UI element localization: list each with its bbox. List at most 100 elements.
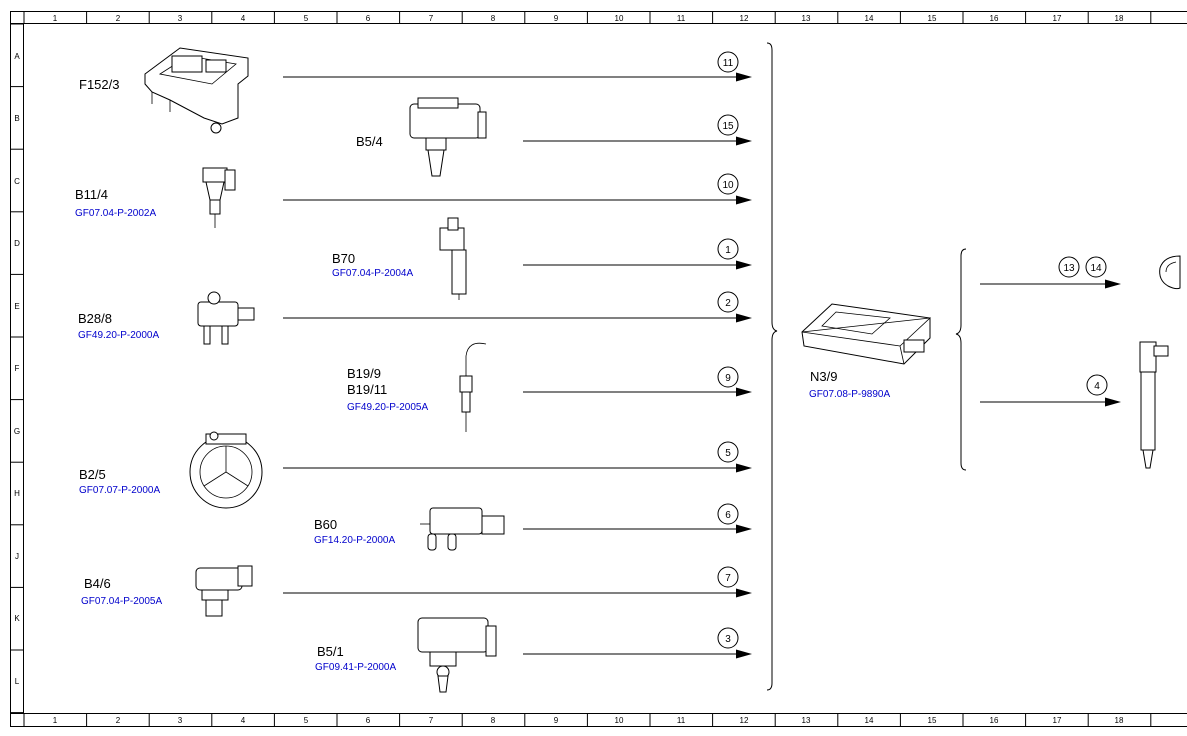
ref-B5-1: GF09.41-P-2000A	[315, 662, 396, 673]
col-top-15: 15	[928, 14, 937, 23]
part-F152-3	[144, 47, 249, 134]
label-B2-5: B2/5	[79, 467, 106, 482]
arrowhead-icon	[1105, 279, 1121, 289]
col-top-14: 14	[865, 14, 874, 23]
col-top-12: 12	[740, 14, 749, 23]
col-bottom-12: 12	[740, 716, 749, 725]
col-bottom-6: 6	[366, 716, 371, 725]
signal-marker-10: 10	[717, 173, 739, 195]
part-output-13-14	[1159, 255, 1181, 290]
part-output-4	[1139, 341, 1169, 469]
arrowhead-icon	[736, 524, 752, 534]
col-top-13: 13	[802, 14, 811, 23]
row-A: A	[14, 52, 20, 61]
row-F: F	[15, 364, 20, 373]
part-N3-9	[801, 303, 932, 365]
svg-text:3: 3	[725, 634, 731, 645]
signal-markers: 11 15 10 1 2 9 5 6 7 3 13 14 4	[717, 51, 1108, 649]
label-B19-9: B19/9	[347, 366, 381, 381]
diagram-frame	[10, 11, 1187, 727]
col-bottom-10: 10	[615, 716, 624, 725]
part-B5-4	[409, 97, 487, 177]
row-D: D	[14, 239, 20, 248]
label-B4-6: B4/6	[84, 576, 111, 591]
signal-arrows	[283, 72, 1121, 659]
ref-B19-11: GF49.20-P-2005A	[347, 402, 428, 413]
row-H: H	[14, 489, 20, 498]
label-B5-1: B5/1	[317, 644, 344, 659]
col-bottom-11: 11	[677, 716, 686, 725]
signal-marker-2: 2	[717, 291, 739, 313]
col-top-4: 4	[241, 14, 246, 23]
col-top-17: 17	[1053, 14, 1062, 23]
column-index-bottom: 1 2 3 4 5 6 7 8 9 10 11 12 13 14 15 16 1…	[53, 716, 1124, 725]
signal-marker-6: 6	[717, 503, 739, 525]
part-B5-1	[417, 617, 497, 693]
label-B19-11: B19/11	[347, 382, 387, 397]
arrowhead-icon	[736, 463, 752, 473]
col-top-10: 10	[615, 14, 624, 23]
svg-text:15: 15	[722, 121, 734, 132]
signal-marker-11: 11	[717, 51, 739, 73]
signal-marker-9: 9	[717, 366, 739, 388]
svg-text:5: 5	[725, 448, 731, 459]
col-bottom-1: 1	[53, 716, 58, 725]
part-B28-8	[197, 291, 255, 345]
row-G: G	[14, 427, 20, 436]
col-bottom-15: 15	[928, 716, 937, 725]
svg-text:9: 9	[725, 373, 731, 384]
arrowhead-icon	[736, 195, 752, 205]
col-bottom-8: 8	[491, 716, 496, 725]
label-F152-3: F152/3	[79, 77, 119, 92]
output-brace	[955, 248, 967, 471]
component-labels: F152/3 B5/4 B11/4 GF07.04-P-2002A B70 GF…	[75, 77, 890, 673]
svg-text:4: 4	[1094, 381, 1100, 392]
row-ticks	[10, 23, 23, 714]
col-bottom-17: 17	[1053, 716, 1062, 725]
svg-text:14: 14	[1090, 263, 1102, 274]
ref-B4-6: GF07.04-P-2005A	[81, 596, 162, 607]
col-bottom-13: 13	[802, 716, 811, 725]
svg-text:2: 2	[725, 298, 731, 309]
col-bottom-2: 2	[116, 716, 121, 725]
arrowhead-icon	[736, 588, 752, 598]
label-B5-4: B5/4	[356, 134, 383, 149]
signal-marker-3: 3	[717, 627, 739, 649]
ref-N3-9: GF07.08-P-9890A	[809, 389, 890, 400]
ref-B11-4: GF07.04-P-2002A	[75, 208, 156, 219]
col-top-7: 7	[429, 14, 434, 23]
signal-marker-15: 15	[717, 114, 739, 136]
signal-marker-7: 7	[717, 566, 739, 588]
arrowhead-icon	[736, 313, 752, 323]
column-index-top: 1 2 3 4 5 6 7 8 9 10 11 12 13 14 15 16 1…	[53, 14, 1124, 23]
col-bottom-5: 5	[304, 716, 309, 725]
part-B2-5	[189, 431, 263, 509]
col-bottom-16: 16	[990, 716, 999, 725]
col-top-6: 6	[366, 14, 371, 23]
col-top-1: 1	[53, 14, 58, 23]
arrowhead-icon	[736, 72, 752, 82]
col-bottom-7: 7	[429, 716, 434, 725]
ref-B2-5: GF07.07-P-2000A	[79, 485, 160, 496]
part-B19-9	[459, 342, 487, 432]
col-top-11: 11	[677, 14, 686, 23]
col-bottom-3: 3	[178, 716, 183, 725]
label-N3-9: N3/9	[810, 369, 837, 384]
col-top-9: 9	[554, 14, 559, 23]
row-K: K	[14, 614, 20, 623]
label-B11-4: B11/4	[75, 187, 108, 202]
arrowhead-icon	[736, 649, 752, 659]
col-bottom-14: 14	[865, 716, 874, 725]
col-top-18: 18	[1115, 14, 1124, 23]
arrowhead-icon	[736, 260, 752, 270]
col-bottom-9: 9	[554, 716, 559, 725]
col-top-16: 16	[990, 14, 999, 23]
ref-B70: GF07.04-P-2004A	[332, 268, 413, 279]
arrowhead-icon	[736, 387, 752, 397]
label-B28-8: B28/8	[78, 311, 112, 326]
part-B60	[420, 507, 505, 551]
row-index: A B C D E F G H J K L	[14, 52, 20, 686]
svg-text:1: 1	[725, 245, 731, 256]
column-ticks	[23, 11, 1152, 726]
